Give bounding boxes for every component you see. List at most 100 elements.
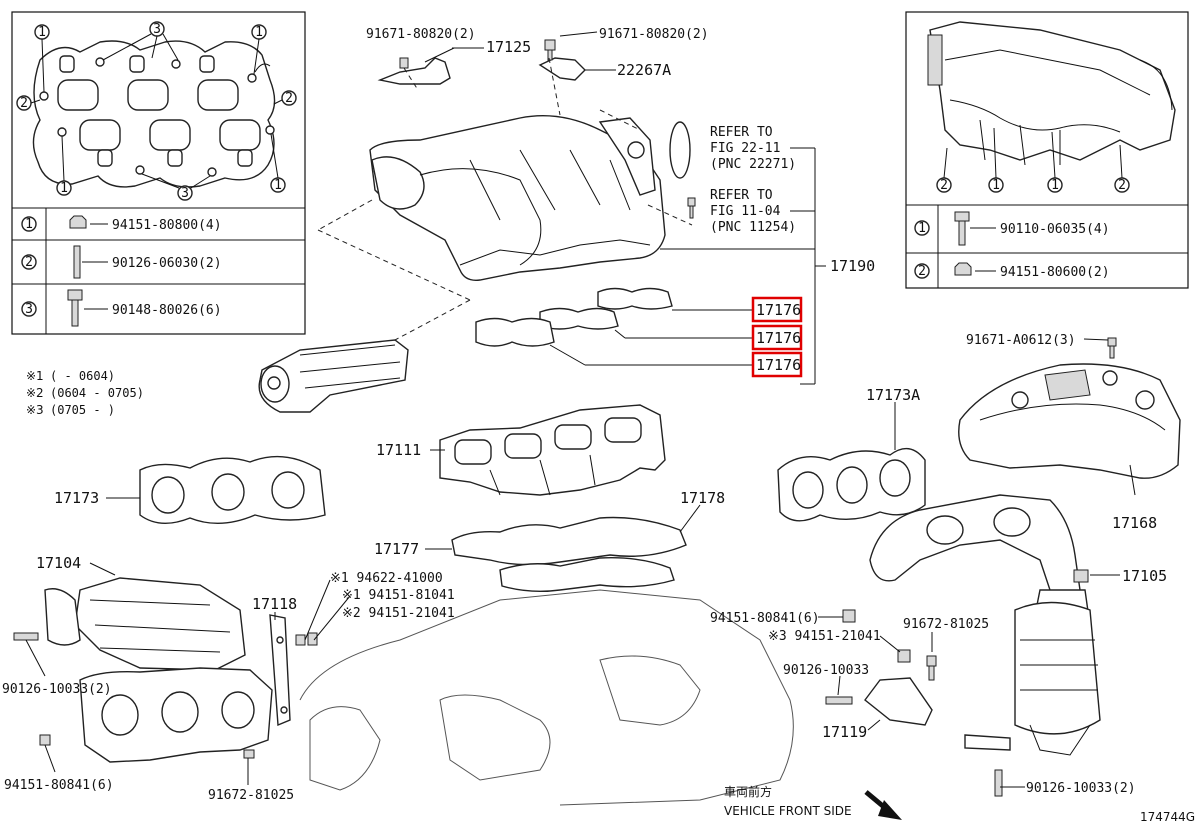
inset-right-manifold xyxy=(927,21,1176,166)
label-17119: 17119 xyxy=(822,723,867,741)
label-90126-10033-left: 90126-10033(2) xyxy=(2,682,112,697)
label-94151-80841-left: 94151-80841(6) xyxy=(4,778,114,793)
label-91671-80820-left: 91671-80820(2) xyxy=(366,27,476,42)
label-94151-81041: ※1 94151-81041 xyxy=(342,588,455,603)
svg-text:2: 2 xyxy=(1118,178,1126,193)
label-17104: 17104 xyxy=(36,554,81,572)
refer1-line1: REFER TO xyxy=(710,125,773,140)
label-17105: 17105 xyxy=(1122,567,1167,585)
svg-text:※3: ※3 xyxy=(26,403,44,417)
label-94151-21041-a: ※2 94151-21041 xyxy=(342,606,455,621)
stud-icon xyxy=(73,245,81,279)
label-90126-10033-right: 90126-10033(2) xyxy=(1026,781,1136,796)
label-17168: 17168 xyxy=(1112,514,1157,532)
nut-icon xyxy=(69,215,87,229)
label-17173A: 17173A xyxy=(866,386,920,404)
svg-text:2: 2 xyxy=(918,264,926,279)
label-17190: 17190 xyxy=(830,257,875,275)
label-94151-80841-right: 94151-80841(6) xyxy=(710,611,820,626)
svg-text:1: 1 xyxy=(60,181,68,196)
exhaust-manifold-17104 xyxy=(13,577,273,763)
stays xyxy=(243,337,1117,797)
catalytic-converter-right xyxy=(1014,601,1101,735)
vehicle-front-en: VEHICLE FRONT SIDE xyxy=(724,804,852,818)
inset-left-legend: 1 94151-80800(4) 2 90126-06030(2) 3 9014… xyxy=(21,215,222,327)
svg-text:3: 3 xyxy=(25,302,33,317)
gasket-17173A xyxy=(777,447,926,522)
stay-17118 xyxy=(269,614,291,727)
svg-text:1: 1 xyxy=(25,217,33,232)
inset-left-callouts: 1 2 3 1 2 1 3 1 xyxy=(16,21,297,201)
label-91672-81025-right: 91672-81025 xyxy=(903,617,989,632)
throttle-gasket xyxy=(669,121,691,179)
svg-text:90126-06030(2): 90126-06030(2) xyxy=(112,256,222,271)
inset-right-callouts: 2 1 1 2 xyxy=(936,127,1130,193)
label-94151-21041-b: ※3 94151-21041 xyxy=(768,629,881,644)
gasket-17173 xyxy=(139,455,326,525)
figure-code: 174744G xyxy=(1140,810,1195,824)
intake-manifold-lower xyxy=(439,404,666,496)
refer2-line3: (PNC 11254) xyxy=(710,220,796,235)
intake-chamber xyxy=(258,339,409,413)
label-17173: 17173 xyxy=(54,489,99,507)
label-91672-81025-left: 91672-81025 xyxy=(208,788,294,803)
svg-text:2: 2 xyxy=(20,96,28,111)
svg-text:1: 1 xyxy=(1051,178,1059,193)
svg-text:94151-80600(2): 94151-80600(2) xyxy=(1000,265,1110,280)
label-91671-80820-right: 91671-80820(2) xyxy=(599,27,709,42)
vehicle-front-cn: 車両前方 xyxy=(724,784,772,799)
svg-text:1: 1 xyxy=(992,178,1000,193)
callout-labels: 91671-80820(2) 17125 91671-80820(2) 2226… xyxy=(2,27,1195,824)
label-22267A: 22267A xyxy=(617,61,671,79)
svg-text:1: 1 xyxy=(255,25,263,40)
refer1-line2: FIG 22-11 xyxy=(710,141,780,156)
leader-17190 xyxy=(549,147,826,385)
nut-icon xyxy=(954,262,972,276)
engine-block-outline xyxy=(299,589,794,806)
svg-text:2: 2 xyxy=(940,178,948,193)
label-17176-b: 17176 xyxy=(756,329,801,347)
vehicle-front-arrow xyxy=(864,790,902,820)
gasket-17177-17178 xyxy=(451,516,687,593)
label-17125: 17125 xyxy=(486,38,531,56)
svg-text:94151-80800(4): 94151-80800(4) xyxy=(112,218,222,233)
label-90126-10033: 90126-10033 xyxy=(783,663,869,678)
heat-insulator-17168 xyxy=(958,363,1181,479)
refer1-line3: (PNC 22271) xyxy=(710,157,796,172)
refer2-line2: FIG 11-04 xyxy=(710,204,781,219)
catalytic-converter-left xyxy=(74,577,246,671)
svg-text:3: 3 xyxy=(181,186,189,201)
label-17176-c: 17176 xyxy=(756,356,801,374)
svg-text:(0705 - ): (0705 - ) xyxy=(50,403,115,417)
label-91671-A0612: 91671-A0612(3) xyxy=(966,333,1076,348)
inset-right-legend: 1 90110-06035(4) 2 94151-80600(2) xyxy=(914,211,1110,280)
label-17111: 17111 xyxy=(376,441,421,459)
svg-text:( - 0604): ( - 0604) xyxy=(50,369,115,383)
bolt-icon xyxy=(954,211,970,222)
svg-text:90148-80026(6): 90148-80026(6) xyxy=(112,303,222,318)
exhaust-manifold-17105 xyxy=(869,494,1101,756)
label-94622-41000: ※1 94622-41000 xyxy=(330,571,443,586)
svg-text:(0604 - 0705): (0604 - 0705) xyxy=(50,386,144,400)
label-17178: 17178 xyxy=(680,489,725,507)
svg-text:※1: ※1 xyxy=(26,369,44,383)
bolt-icon xyxy=(67,289,83,301)
refer2-line1: REFER TO xyxy=(710,188,773,203)
intake-manifold-upper xyxy=(369,115,691,281)
svg-text:1: 1 xyxy=(38,25,46,40)
svg-text:※2: ※2 xyxy=(26,386,44,400)
svg-text:1: 1 xyxy=(918,221,926,236)
highlight-boxes xyxy=(751,296,803,378)
svg-text:2: 2 xyxy=(25,255,33,270)
brackets-top xyxy=(377,39,696,219)
highlight-17176-a xyxy=(751,296,803,323)
svg-text:2: 2 xyxy=(285,91,293,106)
inset-right: 2 1 1 2 1 90110-06035(4) 2 94151-80600(2… xyxy=(905,11,1189,289)
label-17118: 17118 xyxy=(252,595,297,613)
inset-left: 1 2 3 1 2 1 3 1 1 94151-80800(4) xyxy=(11,11,306,335)
svg-text:3: 3 xyxy=(153,22,161,37)
highlight-17176-b xyxy=(751,324,803,351)
label-17176-a: 17176 xyxy=(756,301,801,319)
